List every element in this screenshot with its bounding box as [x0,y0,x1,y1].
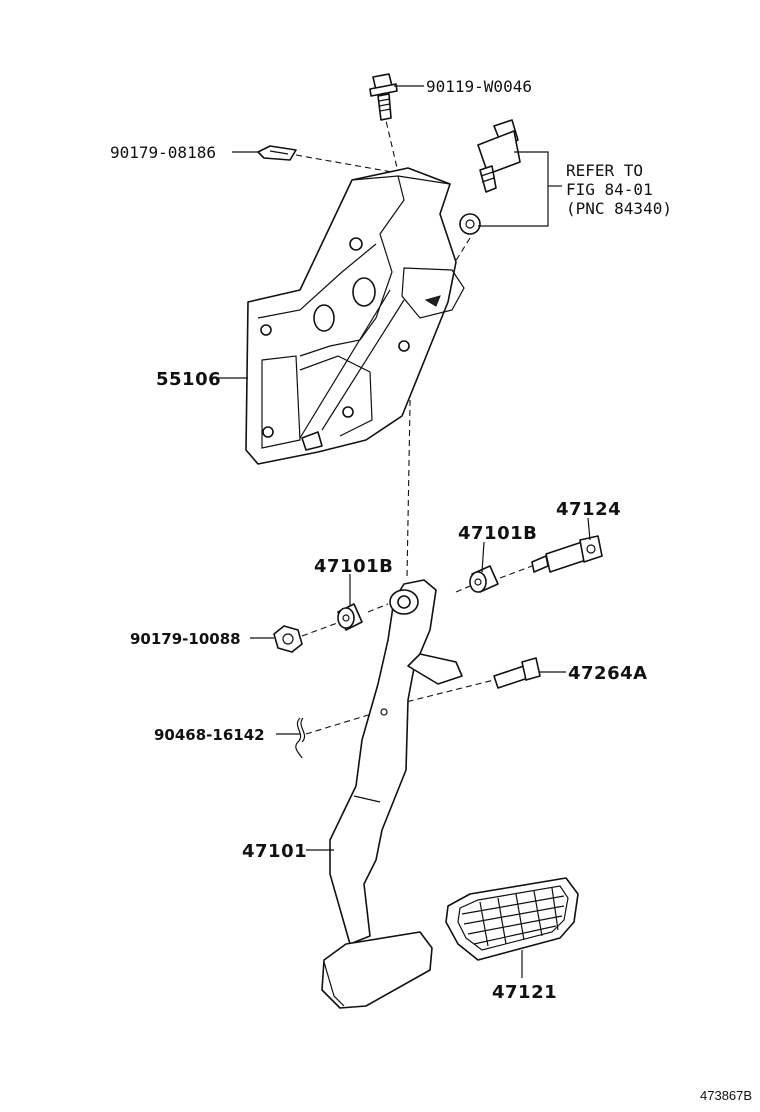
clip-nut-part [257,145,297,161]
label-bolt-right: 47124 [556,499,621,520]
figure-id: 473867B [700,1088,752,1103]
pivot-bolt-part [531,535,603,573]
pedal-pad-part [445,877,579,961]
label-refer-line2: FIG 84-01 [566,180,653,199]
pad-tread-pattern [461,887,565,947]
bolt-top-part [369,73,398,121]
label-clip-pin: 90468-16142 [154,726,265,744]
part-labels: 90119-W0046 90179-08186 REFER TO FIG 84-… [110,77,752,1103]
nut-part [273,625,303,653]
label-refer-line1: REFER TO [566,161,643,180]
label-refer-line3: (PNC 84340) [566,199,672,218]
bushing-right-part [469,565,499,593]
label-bushing-right: 47101B [458,523,537,544]
label-bushing-left: 47101B [314,556,393,577]
clip-pin-part [295,717,306,759]
label-bracket: 55106 [156,369,221,390]
label-pedal-pad: 47121 [492,982,557,1003]
leader-lines [218,85,591,978]
label-nut: 90179-10088 [130,630,241,648]
bushing-left-part [337,603,363,631]
label-pedal-arm: 47101 [242,841,307,862]
label-bolt-top: 90119-W0046 [426,77,532,96]
label-clip: 90179-08186 [110,143,216,162]
label-stopper-bolt: 47264A [568,663,648,684]
pedal-bracket-part [245,167,465,465]
stopper-bolt-part [493,657,541,689]
pedal-arm-part [321,579,463,1009]
stop-lamp-switch-part [459,119,521,235]
